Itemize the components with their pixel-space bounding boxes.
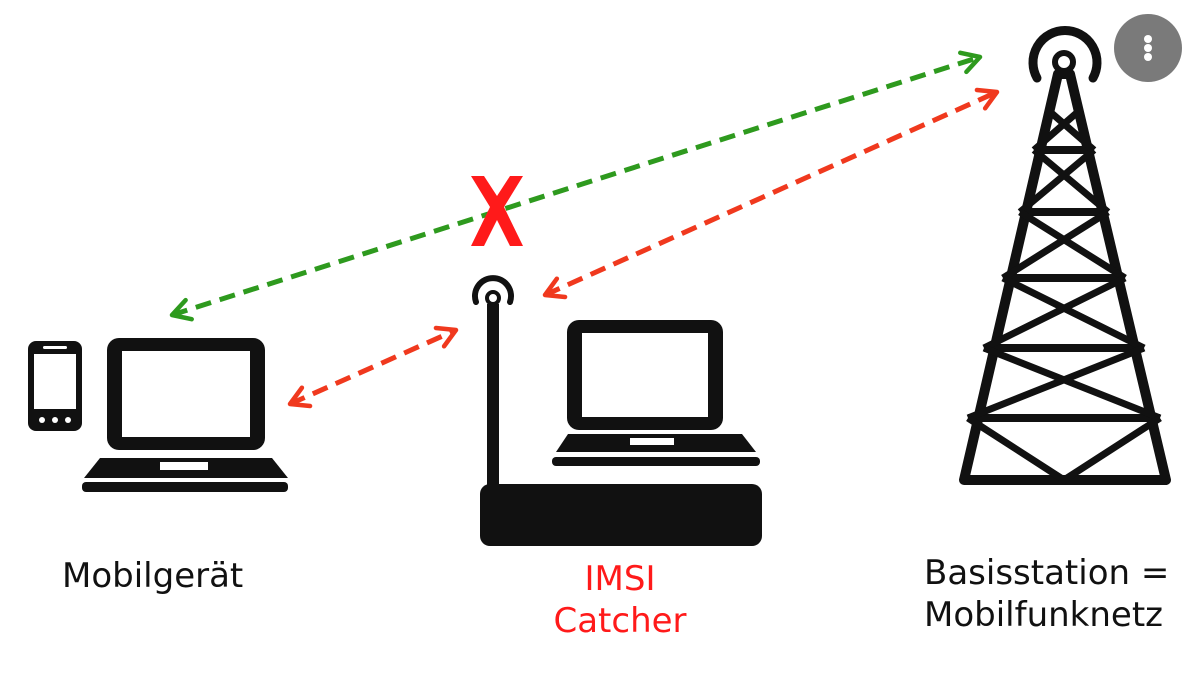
cell-tower-icon: [959, 26, 1171, 485]
catcher-box: [480, 484, 762, 546]
base-station-label: Basisstation = Mobilfunknetz: [924, 552, 1169, 636]
catcher-to-base-arrow: [542, 87, 1000, 300]
smartphone-icon: [28, 341, 82, 431]
laptop-icon: [82, 338, 288, 492]
catcher-laptop-icon: [552, 320, 760, 466]
cross-mark-icon: [471, 176, 523, 246]
antenna-icon: [472, 275, 514, 496]
base-station-label-line1: Basisstation =: [924, 553, 1170, 593]
imsi-catcher-label-line1: IMSI: [584, 559, 656, 599]
imsi-catcher-label-line2: Catcher: [553, 601, 687, 641]
mobile-device-label: Mobilgerät: [62, 556, 244, 596]
imsi-catcher-label: IMSI Catcher: [530, 558, 710, 642]
more-options-button[interactable]: [1114, 14, 1182, 82]
legit-link-arrow: [169, 50, 983, 322]
mobile-to-catcher-arrow: [287, 325, 459, 409]
base-station-label-line2: Mobilfunknetz: [924, 595, 1164, 635]
